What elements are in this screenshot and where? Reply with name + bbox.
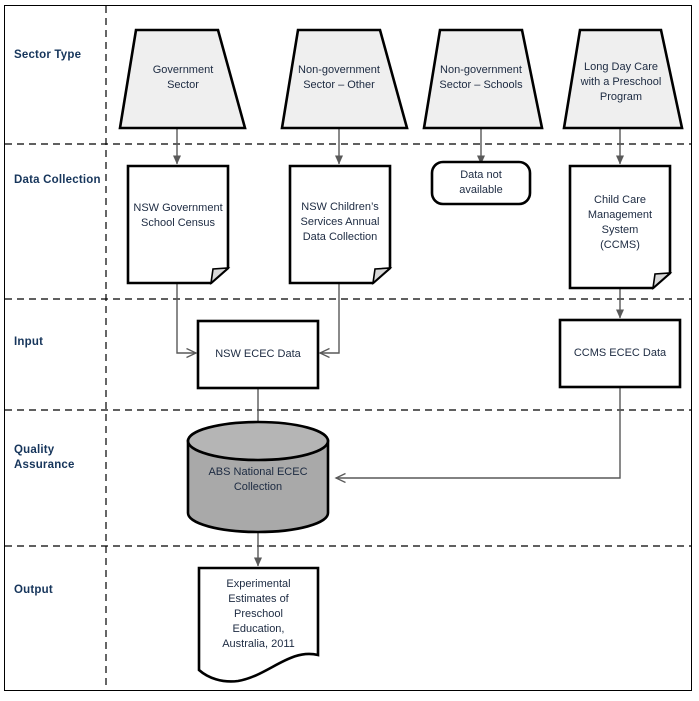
label-ccms-ecec-data: CCMS ECEC Data xyxy=(573,346,667,359)
shape-long-day-care[interactable] xyxy=(562,28,684,130)
shape-nsw-ecec-data[interactable] xyxy=(196,319,320,390)
label-ccms: Child Care Management System (CCMS) xyxy=(587,194,653,251)
label-nsw-ecec-data: NSW ECEC Data xyxy=(215,347,301,360)
label-non-government-other: Non-government Sector – Other xyxy=(298,64,380,91)
edge-childrens-services-to-nsw-ecec-data xyxy=(320,283,340,353)
label-non-government-schools: Non-government Sector – Schools xyxy=(439,64,523,91)
lane-label-quality-assurance: Quality Assurance xyxy=(14,444,75,471)
shape-data-not-available[interactable] xyxy=(430,160,532,206)
shape-non-government-other[interactable] xyxy=(280,28,409,130)
shape-abs-national-collection[interactable] xyxy=(186,420,330,534)
diagram-outer-border xyxy=(4,5,692,691)
edge-ccms-ecec-data-to-abs-collection xyxy=(336,387,621,478)
label-experimental-estimates: Experimental Estimates of Preschool Educ… xyxy=(222,577,295,650)
shape-non-government-schools[interactable] xyxy=(422,28,544,130)
lane-label-data-collection: Data Collection xyxy=(14,174,101,186)
shape-nsw-childrens-services-fold xyxy=(371,267,393,286)
shape-ccms-ecec-data[interactable] xyxy=(558,318,682,389)
label-data-not-available: Data not available xyxy=(459,169,503,196)
label-long-day-care: Long Day Care with a Preschool Program xyxy=(580,60,662,103)
lane-label-output: Output xyxy=(14,584,53,596)
lane-label-input: Input xyxy=(14,336,44,348)
label-nsw-childrens-services: NSW Children’s Services Annual Data Coll… xyxy=(300,200,380,243)
edge-census-to-nsw-ecec-data xyxy=(176,283,196,353)
lane-label-sector-type: Sector Type xyxy=(14,49,82,61)
label-nsw-school-census: NSW Government School Census xyxy=(133,202,223,229)
shape-experimental-estimates[interactable] xyxy=(197,566,320,683)
label-government-sector: Government Sector xyxy=(152,64,214,91)
shape-government-sector[interactable] xyxy=(118,28,247,130)
shape-nsw-school-census-fold xyxy=(209,267,231,286)
label-abs-national-collection: ABS National ECEC Collection xyxy=(208,466,308,493)
shape-ccms-fold xyxy=(651,272,673,291)
